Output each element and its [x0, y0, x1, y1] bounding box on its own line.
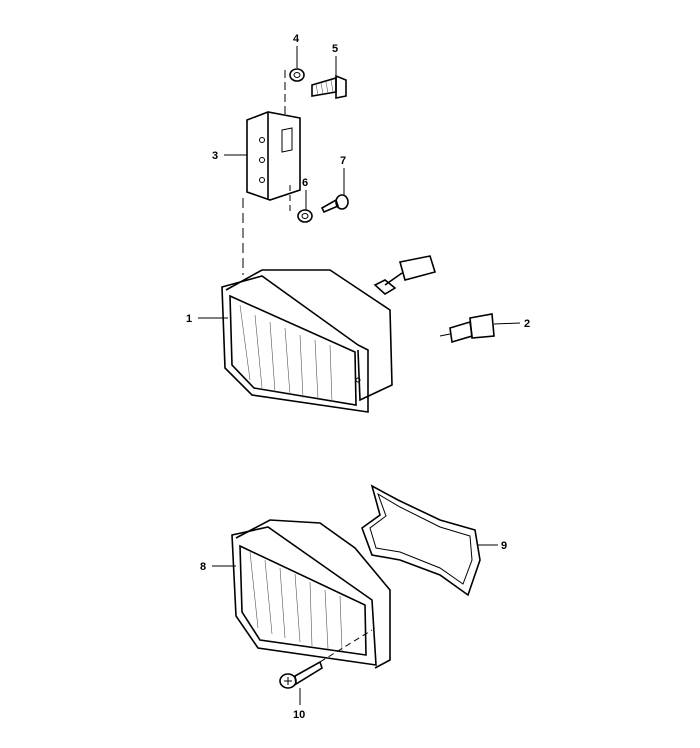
fog-light-part-1	[221, 255, 437, 413]
label-6: 6	[302, 177, 308, 189]
washer-part-4	[289, 68, 305, 82]
label-5: 5	[332, 43, 338, 55]
nut-part-6	[297, 209, 313, 223]
screw-part-10	[279, 660, 323, 689]
bulb-part-2	[439, 313, 495, 344]
mounting-bracket	[242, 70, 301, 275]
gasket-part-9	[361, 484, 481, 597]
label-8: 8	[200, 561, 206, 573]
bolt-part-5	[311, 74, 347, 99]
label-7: 7	[340, 155, 346, 167]
screw-part-7	[320, 194, 349, 214]
leader-lines	[198, 46, 521, 705]
fog-light-part-8	[231, 519, 391, 669]
label-9: 9	[501, 540, 507, 552]
label-10: 10	[293, 709, 305, 721]
label-1: 1	[186, 313, 192, 325]
label-2: 2	[524, 318, 530, 330]
label-3: 3	[212, 150, 218, 162]
label-4: 4	[293, 33, 300, 45]
